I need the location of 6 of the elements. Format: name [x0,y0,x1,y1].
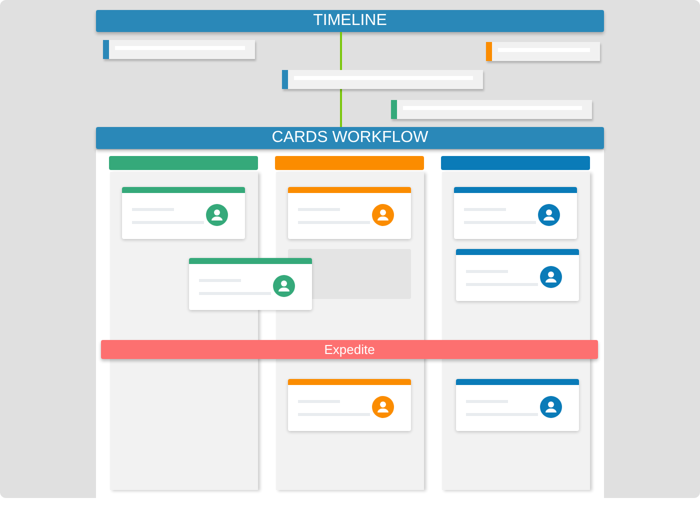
workflow-header [96,127,604,149]
node-label: Expedite [324,342,375,357]
node-label: CARDS WORKFLOW [272,129,428,147]
expedite-lane-bar [101,340,598,359]
timeline-header [96,10,604,32]
node-label: TIMELINE [313,12,387,30]
